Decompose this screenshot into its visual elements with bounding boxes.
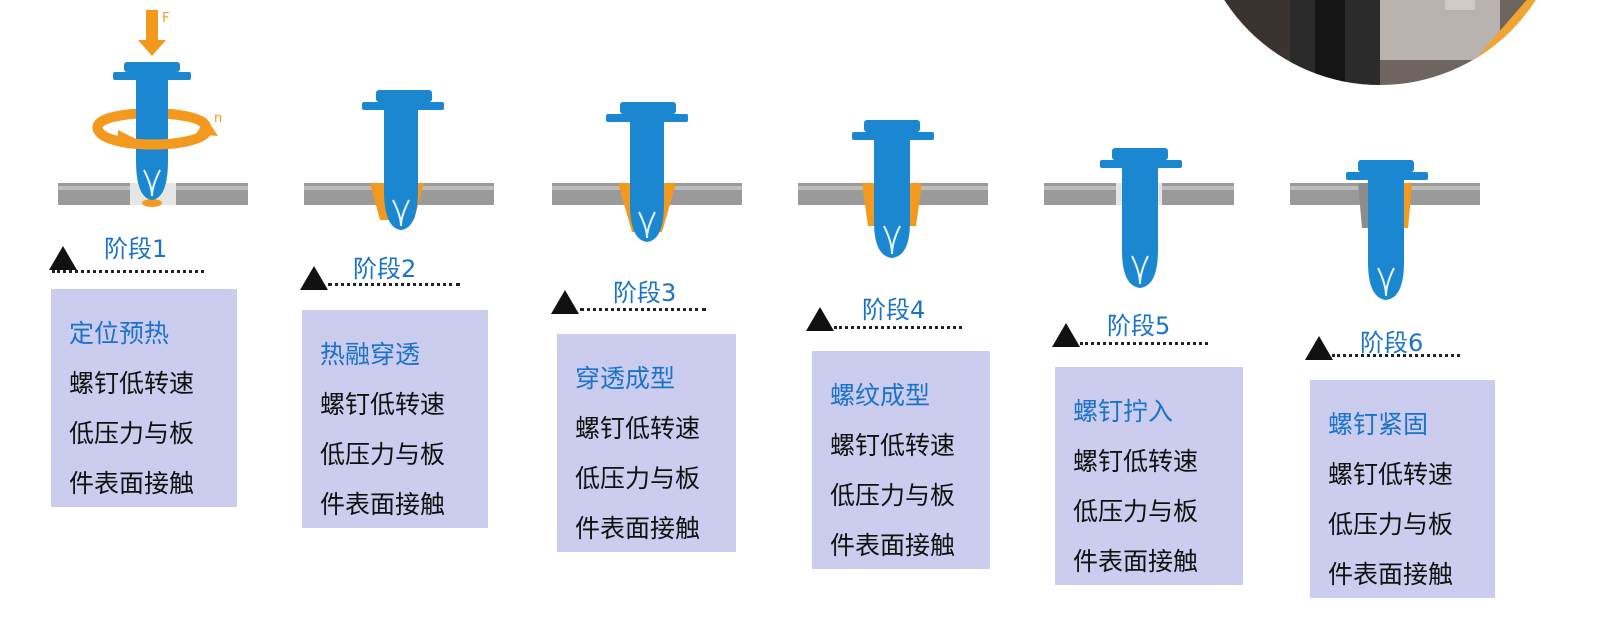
stage-4-title: 螺纹成型 xyxy=(830,381,931,410)
stage-6-description: 螺钉紧固 螺钉低转速 低压力与板 件表面接触 xyxy=(1310,380,1495,598)
stage-4-line-2: 低压力与板 xyxy=(830,481,956,510)
stage-1-label: 阶段1 xyxy=(104,235,168,263)
force-label: F xyxy=(162,11,169,26)
stage-5-figure xyxy=(1044,0,1244,310)
stage-1-line-1: 螺钉低转速 xyxy=(69,369,195,398)
stage-2-dotted-line xyxy=(328,283,460,286)
stage-5-line-1: 螺钉低转速 xyxy=(1073,447,1199,476)
stage-6-triangle-icon xyxy=(1305,336,1333,360)
stage-2-label: 阶段2 xyxy=(353,255,417,283)
stage-5-line-2: 低压力与板 xyxy=(1073,497,1199,526)
stage-5-label: 阶段5 xyxy=(1107,312,1171,340)
stage-3-description: 穿透成型 螺钉低转速 低压力与板 件表面接触 xyxy=(557,334,736,552)
stage-6-line-1: 螺钉低转速 xyxy=(1328,460,1454,489)
stage-2-triangle-icon xyxy=(300,266,328,290)
screw-icon xyxy=(606,102,688,242)
stage-3-dotted-line xyxy=(580,308,706,311)
stage-5-triangle-icon xyxy=(1052,323,1080,347)
stage-3-label: 阶段3 xyxy=(613,279,677,307)
stage-4-dotted-line xyxy=(834,326,962,329)
stage-1-line-3: 件表面接触 xyxy=(69,469,195,498)
force-arrow-icon xyxy=(138,10,166,56)
screw-icon xyxy=(113,62,191,200)
stage-2-title: 热融穿透 xyxy=(320,340,421,369)
stage-6-line-3: 件表面接触 xyxy=(1328,560,1454,589)
stage-6-dotted-line xyxy=(1332,354,1460,357)
stage-2-line-3: 件表面接触 xyxy=(320,490,446,519)
stage-3-title: 穿透成型 xyxy=(575,364,676,393)
rotation-label: n xyxy=(214,111,222,126)
stage-3-triangle-icon xyxy=(551,290,579,314)
stage-2-description: 热融穿透 螺钉低转速 低压力与板 件表面接触 xyxy=(302,310,488,528)
stage-3-line-3: 件表面接触 xyxy=(575,514,701,543)
stage-1-title: 定位预热 xyxy=(69,319,170,348)
stage-5-title: 螺钉拧入 xyxy=(1073,397,1174,426)
stage-2-line-2: 低压力与板 xyxy=(320,440,446,469)
screw-icon xyxy=(852,120,934,258)
stage-5-line-3: 件表面接触 xyxy=(1073,547,1199,576)
stage-4-line-3: 件表面接触 xyxy=(830,531,956,560)
stage-1-dotted-line xyxy=(52,270,204,273)
stage-1-figure: F n xyxy=(58,0,258,310)
stage-4-line-1: 螺钉低转速 xyxy=(830,431,956,460)
stage-6-line-2: 低压力与板 xyxy=(1328,510,1454,539)
stage-5-dotted-line xyxy=(1080,342,1208,345)
stage-1-triangle-icon xyxy=(49,246,77,270)
stage-2-figure xyxy=(304,0,504,310)
corner-photo xyxy=(1190,0,1570,100)
screw-icon xyxy=(362,90,444,230)
stage-6-title: 螺钉紧固 xyxy=(1328,410,1429,439)
stage-3-line-2: 低压力与板 xyxy=(575,464,701,493)
screw-icon xyxy=(1100,148,1182,288)
stage-4-description: 螺纹成型 螺钉低转速 低压力与板 件表面接触 xyxy=(812,351,990,569)
stage-4-figure xyxy=(798,0,998,310)
stage-6-figure xyxy=(1290,0,1490,310)
stage-1-description: 定位预热 螺钉低转速 低压力与板 件表面接触 xyxy=(51,289,237,507)
stage-3-figure xyxy=(552,0,752,310)
stage-1-line-2: 低压力与板 xyxy=(69,419,195,448)
stage-4-label: 阶段4 xyxy=(862,296,926,324)
screw-icon xyxy=(1346,160,1428,300)
stage-4-triangle-icon xyxy=(806,307,834,331)
stage-6-label: 阶段6 xyxy=(1360,329,1424,357)
stage-3-line-1: 螺钉低转速 xyxy=(575,414,701,443)
stage-2-line-1: 螺钉低转速 xyxy=(320,390,446,419)
stage-5-description: 螺钉拧入 螺钉低转速 低压力与板 件表面接触 xyxy=(1055,367,1243,585)
